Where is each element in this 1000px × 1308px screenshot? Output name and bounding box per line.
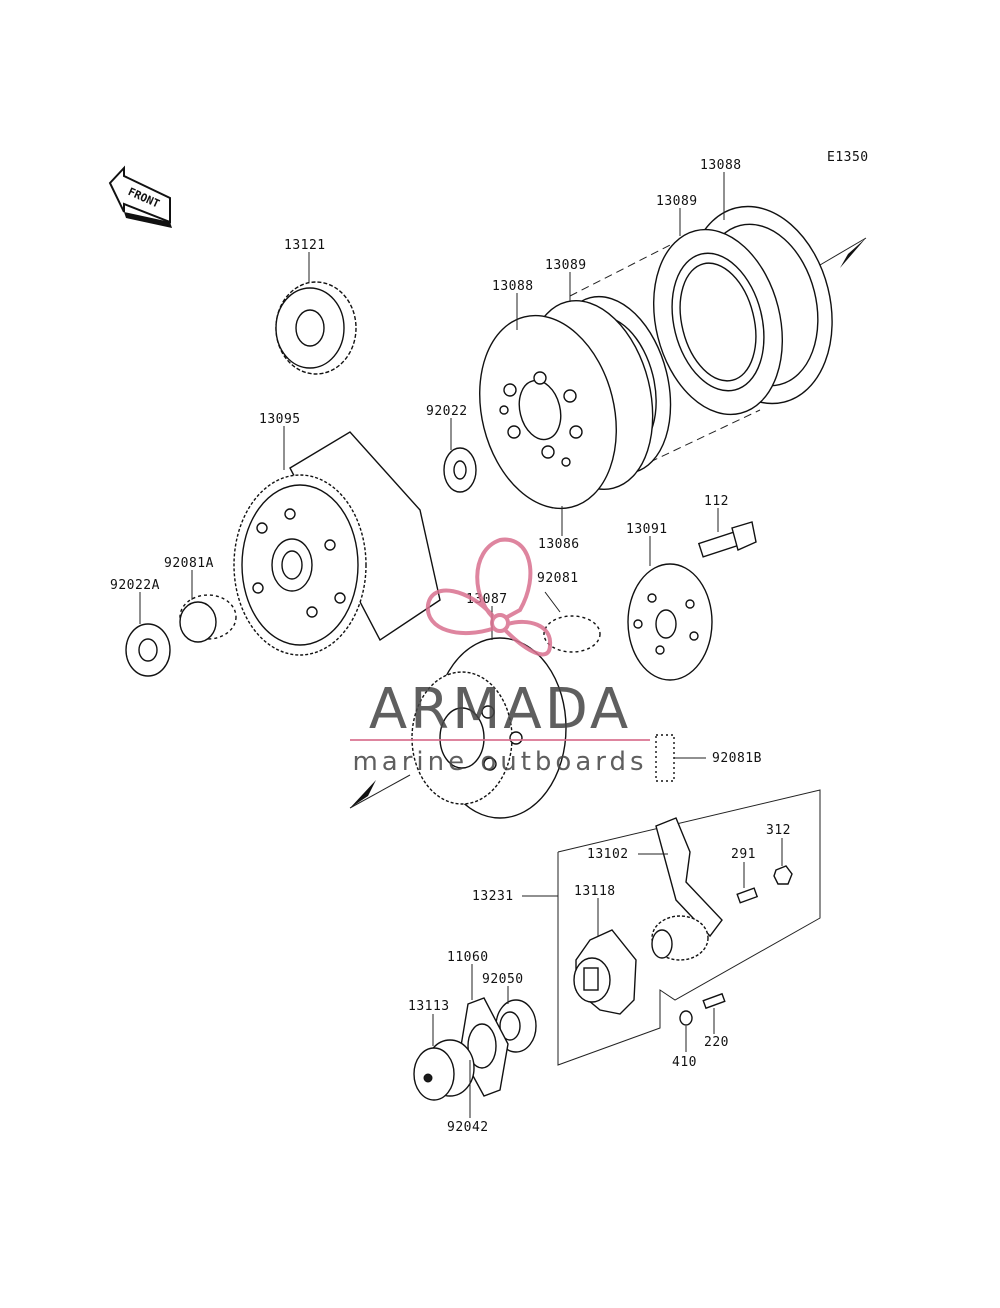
label-11060: 11060 [447, 950, 489, 965]
axis-lines [349, 237, 867, 809]
label-13113: 13113 [408, 999, 450, 1014]
label-13102: 13102 [587, 847, 629, 862]
part-labels: 13088 13089 13089 13088 13121 13095 9202… [110, 158, 791, 1135]
watermark-tagline: marine outboards [352, 747, 647, 777]
label-13088-mid: 13088 [492, 279, 534, 294]
watermark-brand: ARMADA [369, 677, 631, 742]
label-13121: 13121 [284, 238, 326, 253]
steel-plate-13089-top [652, 228, 784, 416]
label-92050: 92050 [482, 972, 524, 987]
lever-13102 [651, 817, 723, 961]
release-assembly-outline-13231 [557, 789, 821, 1066]
label-92081: 92081 [537, 571, 579, 586]
label-410: 410 [672, 1055, 697, 1070]
label-92022A: 92022A [110, 578, 160, 593]
bolt-112 [697, 521, 757, 558]
clutch-hub-13087 [411, 637, 567, 819]
gear-13121 [275, 281, 357, 375]
washer-92022A [125, 623, 171, 677]
spring-92081A [179, 594, 237, 643]
label-92081B: 92081B [712, 751, 762, 766]
spring-92081B [655, 734, 675, 782]
cover-13113 [413, 1039, 475, 1101]
label-92022: 92022 [426, 404, 468, 419]
nut-312 [773, 865, 793, 885]
label-92081A: 92081A [164, 556, 214, 571]
label-13088-top: 13088 [700, 158, 742, 173]
label-220: 220 [704, 1035, 729, 1050]
shaft-13118 [573, 929, 637, 1015]
screw-291 [736, 887, 759, 904]
label-13095: 13095 [259, 412, 301, 427]
label-13086: 13086 [538, 537, 580, 552]
label-13091: 13091 [626, 522, 668, 537]
front-arrow-icon: FRONT [108, 165, 172, 228]
diagram-code: E1350 [827, 150, 869, 165]
propeller-logo-icon [425, 537, 553, 657]
plate-13091 [627, 563, 713, 681]
label-291: 291 [731, 847, 756, 862]
label-112: 112 [704, 494, 729, 509]
label-13089-top: 13089 [656, 194, 698, 209]
clutch-housing-13095 [233, 431, 441, 656]
label-312: 312 [766, 823, 791, 838]
armada-watermark: ARMADA marine outboards [350, 537, 650, 777]
bolt-220 [702, 992, 726, 1010]
label-13231: 13231 [472, 889, 514, 904]
label-13118: 13118 [574, 884, 616, 899]
pressure-plate-13086 [479, 314, 617, 510]
label-92042: 92042 [447, 1120, 489, 1135]
washer-92022 [443, 447, 477, 493]
label-13089-mid: 13089 [545, 258, 587, 273]
washer-410 [679, 1010, 693, 1026]
spring-92081 [543, 615, 601, 653]
